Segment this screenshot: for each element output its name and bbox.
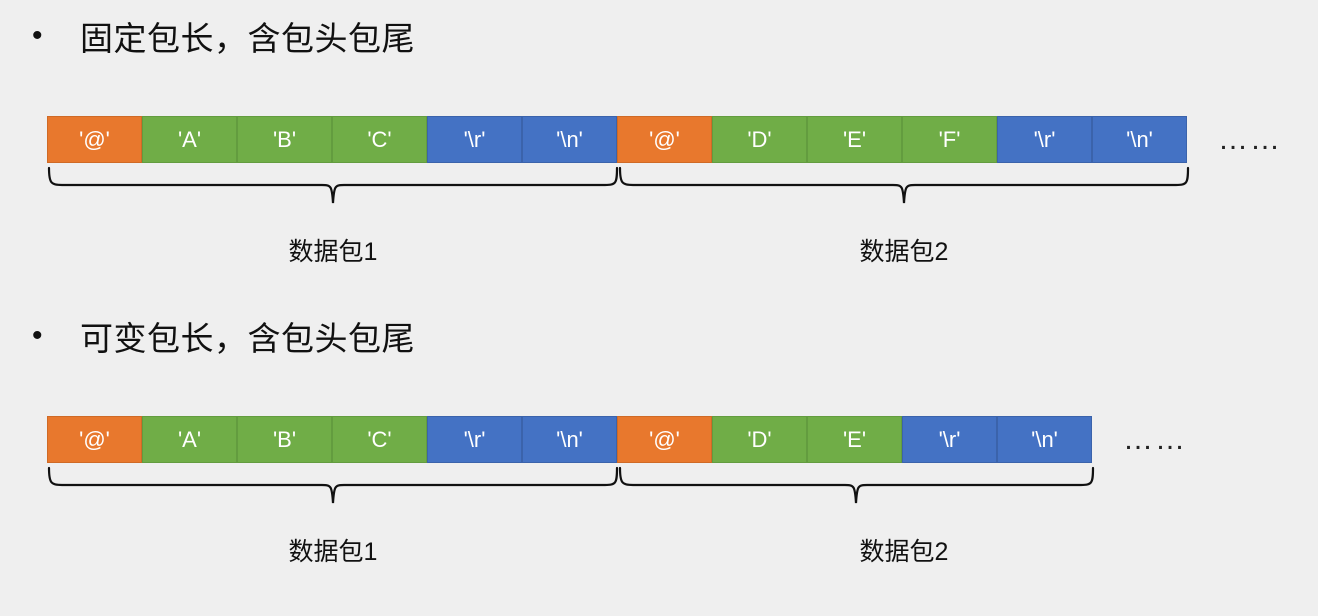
byte-cell-terminator[interactable]: '\r' <box>427 116 522 163</box>
bullet-heading-fixed-length: • 固定包长，含包头包尾 <box>10 12 415 60</box>
byte-cell-header[interactable]: '@' <box>47 116 142 163</box>
byte-cell-terminator[interactable]: '\r' <box>997 116 1092 163</box>
heading-text-variable-length: 可变包长，含包头包尾 <box>80 320 415 357</box>
byte-cell-data[interactable]: 'A' <box>142 116 237 163</box>
byte-cell-data[interactable]: 'C' <box>332 116 427 163</box>
packet-caption: 数据包2 <box>859 238 949 266</box>
byte-cell-data[interactable]: 'C' <box>332 416 427 463</box>
byte-cell-header[interactable]: '@' <box>47 416 142 463</box>
byte-cell-terminator[interactable]: '\n' <box>522 416 617 463</box>
packet-caption: 数据包1 <box>288 538 378 566</box>
byte-cell-header[interactable]: '@' <box>617 116 712 163</box>
byte-cell-terminator[interactable]: '\n' <box>997 416 1092 463</box>
byte-cell-terminator[interactable]: '\r' <box>902 416 997 463</box>
packet-caption: 数据包1 <box>288 238 378 266</box>
strip-continuation-ellipsis: …… <box>1123 423 1187 456</box>
byte-cell-data[interactable]: 'B' <box>237 416 332 463</box>
byte-strip-fixed-length: '@' 'A' 'B' 'C' '\r' '\n' '@' 'D' 'E' 'F… <box>47 116 1187 163</box>
byte-cell-data[interactable]: 'A' <box>142 416 237 463</box>
strip-continuation-ellipsis: …… <box>1218 123 1282 156</box>
bullet-heading-variable-length: • 可变包长，含包头包尾 <box>10 312 415 360</box>
byte-cell-data[interactable]: 'D' <box>712 416 807 463</box>
byte-cell-data[interactable]: 'B' <box>237 116 332 163</box>
packet-braces-fixed-length <box>0 163 1318 213</box>
byte-cell-data[interactable]: 'F' <box>902 116 997 163</box>
packet-caption: 数据包2 <box>859 538 949 566</box>
bullet-marker-icon: • <box>32 319 43 352</box>
byte-cell-data[interactable]: 'E' <box>807 416 902 463</box>
byte-cell-terminator[interactable]: '\r' <box>427 416 522 463</box>
byte-cell-data[interactable]: 'D' <box>712 116 807 163</box>
bullet-marker-icon: • <box>32 19 43 52</box>
heading-text-fixed-length: 固定包长，含包头包尾 <box>80 20 415 57</box>
packet-braces-variable-length <box>0 463 1318 513</box>
byte-cell-header[interactable]: '@' <box>617 416 712 463</box>
byte-cell-terminator[interactable]: '\n' <box>522 116 617 163</box>
byte-cell-terminator[interactable]: '\n' <box>1092 116 1187 163</box>
byte-strip-variable-length: '@' 'A' 'B' 'C' '\r' '\n' '@' 'D' 'E' '\… <box>47 416 1092 463</box>
byte-cell-data[interactable]: 'E' <box>807 116 902 163</box>
